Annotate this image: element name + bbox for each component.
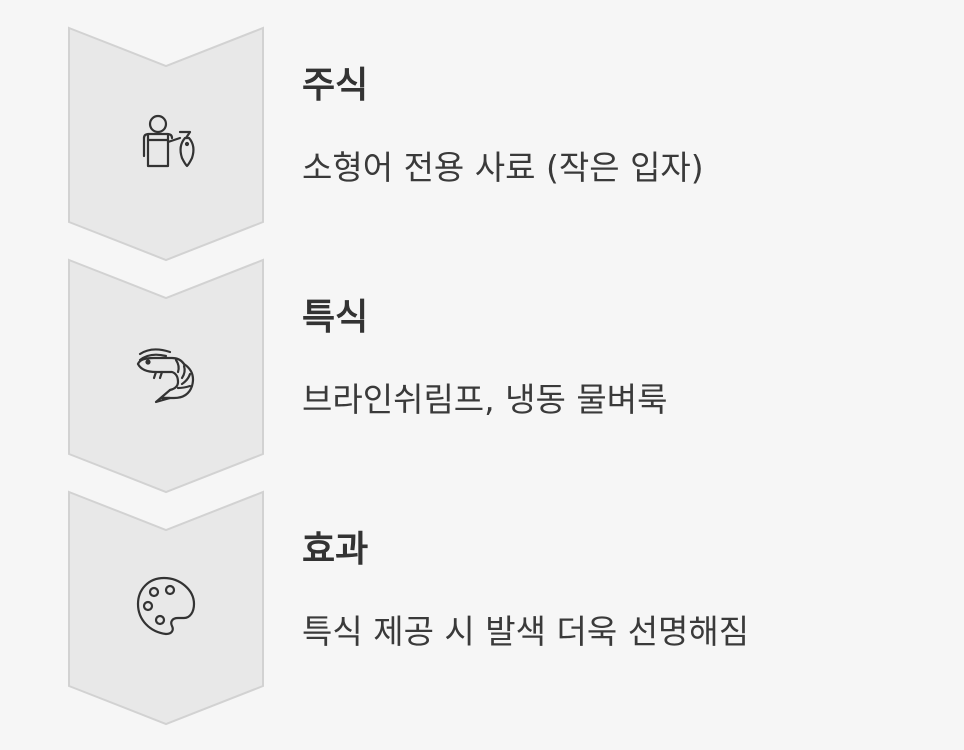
step-description: 특식 제공 시 발색 더욱 선명해짐: [302, 612, 750, 651]
chevron-shape: [68, 26, 264, 262]
fisherman-icon: [142, 114, 195, 168]
chevron-shape: [68, 258, 264, 494]
chevron-shape: [68, 490, 264, 726]
palette-icon: [136, 576, 196, 636]
step-main-food: 주식 소형어 전용 사료 (작은 입자): [0, 26, 964, 262]
step-title: 효과: [302, 529, 369, 570]
step-description: 브라인쉬림프, 냉동 물벼룩: [302, 380, 668, 419]
step-description: 소형어 전용 사료 (작은 입자): [302, 148, 704, 187]
step-special-food: 특식 브라인쉬림프, 냉동 물벼룩: [0, 258, 964, 494]
step-title: 주식: [302, 65, 369, 106]
shrimp-icon: [136, 348, 195, 404]
step-title: 특식: [302, 297, 369, 338]
step-effect: 효과 특식 제공 시 발색 더욱 선명해짐: [0, 490, 964, 726]
